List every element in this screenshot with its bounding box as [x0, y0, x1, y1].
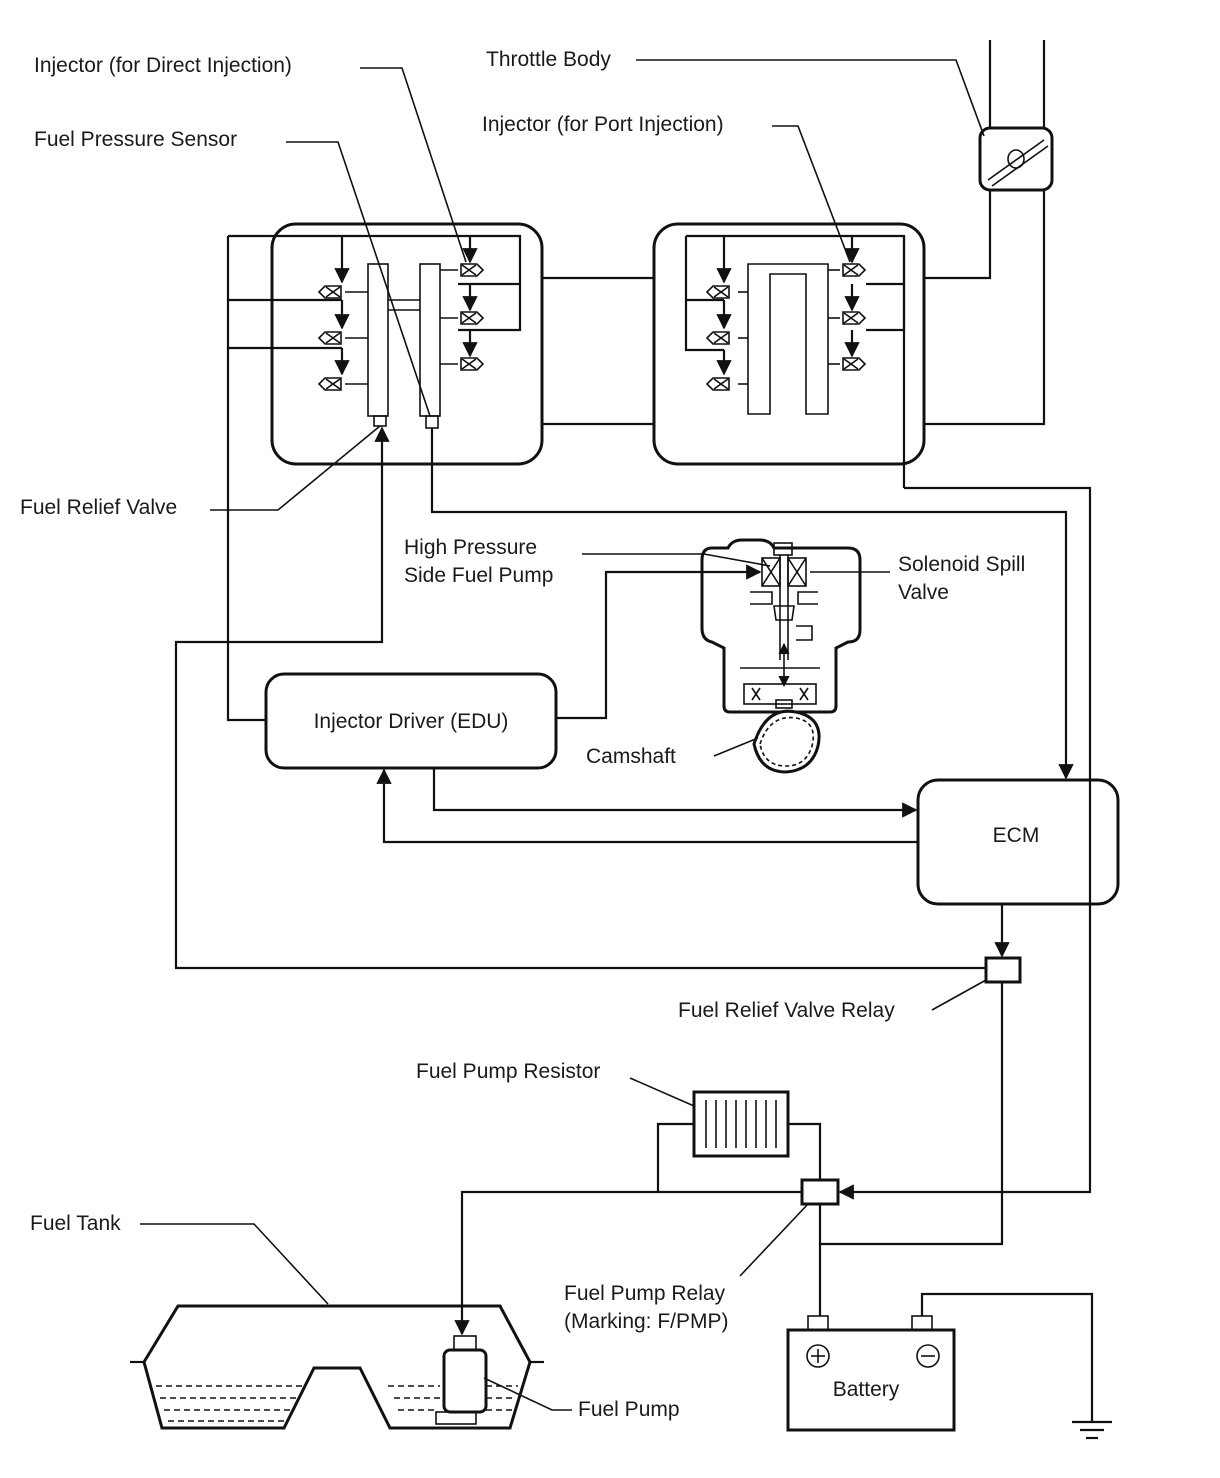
direct-injector-icon — [318, 285, 342, 299]
port-injector-icon — [842, 311, 866, 325]
fuel-pump-icon — [435, 1335, 488, 1425]
fuel-tank-icon — [130, 1304, 544, 1430]
connection-lines — [174, 236, 1094, 1422]
intake-lines — [542, 40, 1046, 426]
port-injector-icon — [706, 331, 730, 345]
high-pressure-pump-icon — [700, 538, 862, 714]
label-fuel-pump-relay-2: (Marking: F/PMP) — [564, 1310, 729, 1333]
labels: Injector (for Direct Injection) Fuel Pre… — [20, 48, 1025, 1421]
ecm-label: ECM — [993, 824, 1040, 847]
label-throttle-body: Throttle Body — [486, 48, 611, 71]
direct-injector-icon — [318, 377, 342, 391]
label-injector-port: Injector (for Port Injection) — [482, 113, 724, 136]
leader-lines — [140, 59, 987, 1411]
port-injector-icon — [842, 263, 866, 277]
port-injector-icon — [706, 285, 730, 299]
direct-injector-icon — [460, 357, 484, 371]
negative-terminal-icon — [916, 1344, 940, 1368]
label-injector-direct: Injector (for Direct Injection) — [34, 54, 292, 77]
engine-bank-right — [652, 222, 926, 488]
injector-driver-label: Injector Driver (EDU) — [314, 710, 509, 733]
engine-bank-left — [228, 222, 544, 466]
ecm: ECM — [916, 778, 1120, 906]
label-hp-pump-1: High Pressure — [404, 536, 537, 559]
label-spill-valve-1: Solenoid Spill — [898, 553, 1025, 576]
battery-label: Battery — [833, 1378, 900, 1401]
label-hp-pump-2: Side Fuel Pump — [404, 564, 553, 587]
label-camshaft: Camshaft — [586, 745, 676, 768]
fuel-pump-resistor-icon — [692, 1090, 790, 1158]
port-injector-icon — [842, 357, 866, 371]
label-fuel-relief-valve-relay: Fuel Relief Valve Relay — [678, 999, 895, 1022]
fuel-relief-valve-relay-icon — [984, 956, 1022, 984]
label-fuel-pump-relay-1: Fuel Pump Relay — [564, 1282, 726, 1305]
injector-driver-edu: Injector Driver (EDU) — [264, 672, 558, 770]
direct-injector-icon — [460, 311, 484, 325]
port-injector-icon — [706, 377, 730, 391]
camshaft-icon — [752, 709, 821, 774]
label-spill-valve-2: Valve — [898, 581, 949, 604]
label-fuel-tank: Fuel Tank — [30, 1212, 121, 1235]
ground-icon — [1072, 1420, 1112, 1440]
positive-terminal-icon — [806, 1344, 830, 1368]
label-fuel-relief-valve: Fuel Relief Valve — [20, 496, 177, 519]
direct-injector-icon — [318, 331, 342, 345]
label-fuel-pump-resistor: Fuel Pump Resistor — [416, 1060, 600, 1083]
label-fuel-pressure-sensor: Fuel Pressure Sensor — [34, 128, 237, 151]
throttle-body-icon — [978, 126, 1054, 192]
battery: Battery — [786, 1315, 956, 1432]
label-fuel-pump: Fuel Pump — [578, 1398, 680, 1421]
fuel-pump-relay-icon — [800, 1178, 840, 1206]
direct-injector-icon — [460, 263, 484, 277]
